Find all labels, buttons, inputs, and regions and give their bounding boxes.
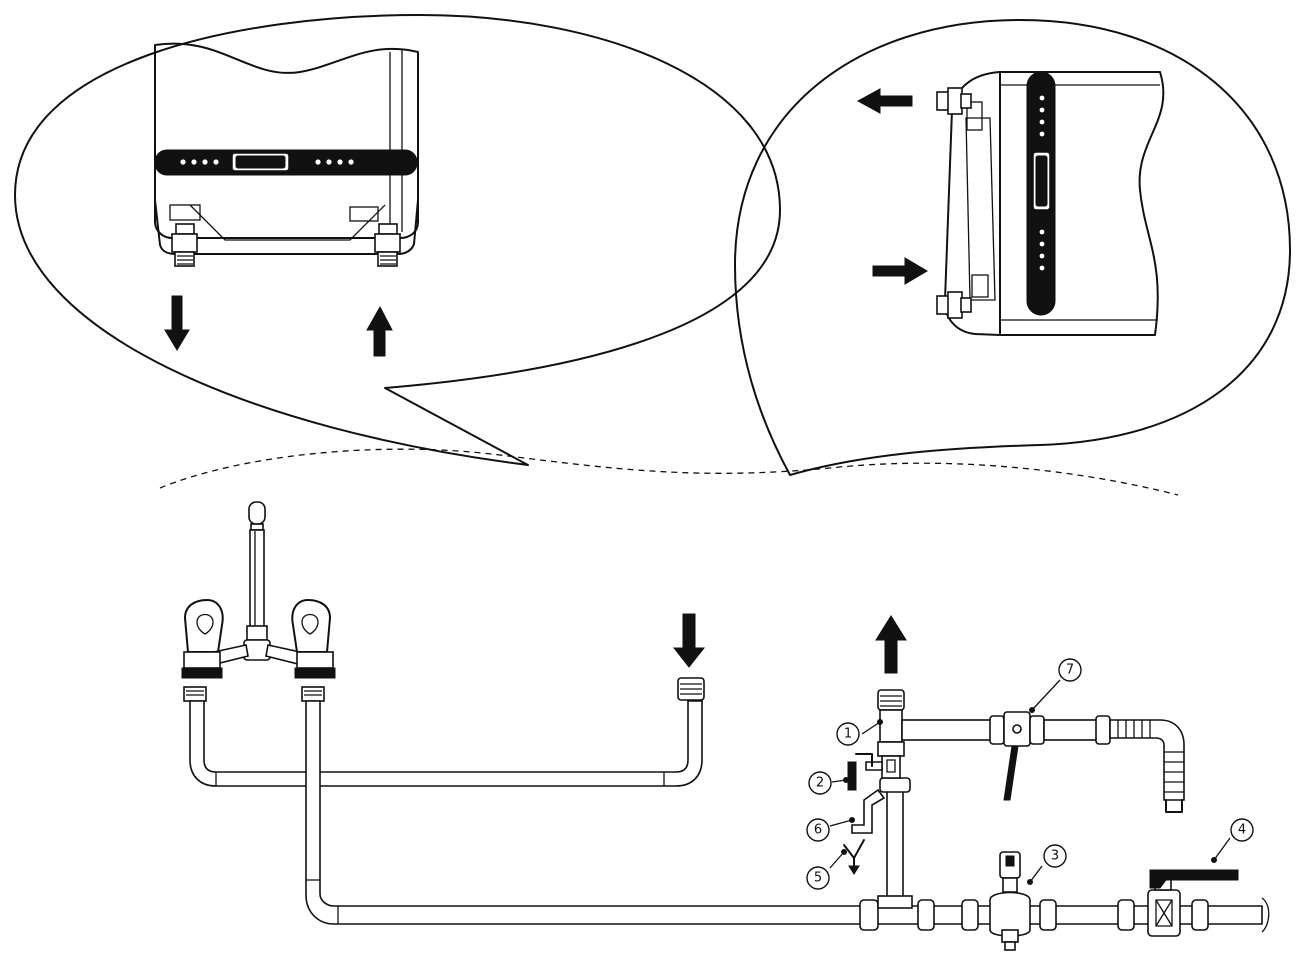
pressure-reducing-valve	[989, 851, 1031, 951]
inlet-connector-right	[374, 223, 401, 267]
outlet-connector-left	[171, 223, 198, 267]
left-zoom-bubble	[14, 14, 781, 466]
callout-4: 4	[1211, 818, 1254, 863]
callout-6: 6	[806, 817, 855, 842]
callout-label: 2	[816, 776, 824, 791]
top-side-connector	[936, 87, 972, 115]
callout-label: 7	[1066, 663, 1074, 678]
callout-label: 4	[1238, 823, 1246, 838]
led-indicators-right	[315, 159, 354, 165]
water-heater-bottom-view	[154, 42, 419, 357]
cold-water-pipe-to-tap	[301, 686, 871, 925]
safety-valve-group	[847, 615, 993, 791]
shut-off-ball-valve	[1147, 869, 1239, 937]
led-indicators-left	[180, 159, 219, 165]
bottom-side-connector	[936, 291, 972, 319]
side-led-indicators	[1039, 95, 1045, 271]
inflow-right-arrow-icon	[872, 257, 928, 285]
callout-label: 6	[814, 823, 822, 838]
callout-label: 5	[814, 871, 822, 886]
drain-valve-with-hose	[989, 711, 1185, 813]
riser-pipe	[877, 777, 913, 909]
inflow-up-arrow-icon	[366, 305, 393, 357]
drain-pipe	[843, 788, 886, 875]
outflow-left-arrow-icon	[856, 88, 913, 114]
callout-1: 1	[836, 719, 883, 746]
mixer-tap	[181, 501, 336, 679]
down-arrow-icon	[672, 613, 706, 668]
hot-water-pipe	[183, 613, 706, 787]
callout-5: 5	[806, 849, 847, 890]
right-zoom-bubble	[734, 19, 1291, 476]
callout-3: 3	[1027, 844, 1067, 885]
callout-label: 3	[1051, 849, 1059, 864]
callout-7: 7	[1029, 658, 1082, 713]
callout-label: 1	[844, 727, 852, 742]
outflow-down-arrow-icon	[164, 295, 190, 351]
water-heater-side-view	[856, 71, 1165, 336]
callout-2: 2	[808, 771, 849, 795]
up-arrow-icon	[875, 615, 907, 674]
main-supply-pipe	[859, 897, 1270, 933]
wall-outline-dashed	[159, 448, 1179, 496]
